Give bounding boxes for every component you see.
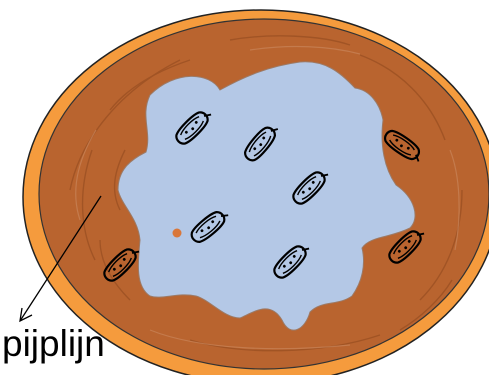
caption-label: pijplijn bbox=[2, 325, 105, 362]
deposit-speck bbox=[173, 229, 182, 238]
